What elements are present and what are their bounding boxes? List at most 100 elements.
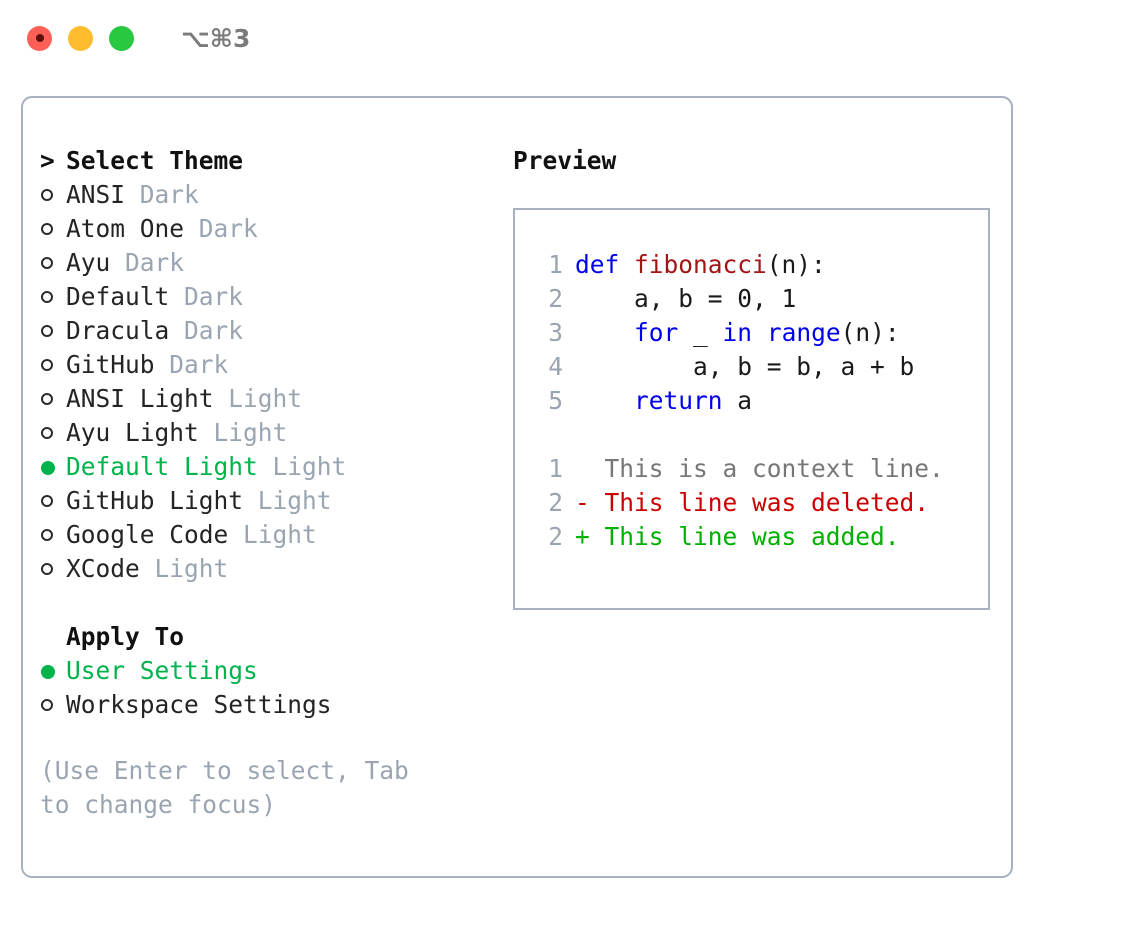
label-separator — [184, 214, 199, 243]
diff-marker — [575, 452, 590, 486]
label-separator — [228, 520, 243, 549]
theme-variant-tag: Dark — [184, 316, 244, 345]
theme-list-item[interactable]: Default Dark — [40, 282, 493, 316]
diff-line: 2- This line was deleted. — [529, 486, 988, 520]
list-spacer — [40, 588, 493, 622]
label-separator — [214, 384, 229, 413]
theme-list-item[interactable]: Atom One Dark — [40, 214, 493, 248]
diff-line: 1 This is a context line. — [529, 452, 988, 486]
theme-name-label: GitHub Light — [66, 486, 244, 515]
close-button[interactable] — [27, 25, 52, 51]
code-line-content: return a — [575, 384, 752, 418]
select-theme-heading: > Select Theme — [40, 146, 493, 180]
theme-variant-tag: Dark — [125, 248, 185, 277]
diff-line-text: This line was deleted. — [589, 488, 930, 517]
label-separator — [169, 282, 184, 311]
keyboard-shortcut-label: ⌥⌘3 — [181, 23, 251, 53]
theme-list-item[interactable]: XCode Light — [40, 554, 493, 588]
theme-list-item[interactable]: GitHub Light Light — [40, 486, 493, 520]
theme-name-label: ANSI — [66, 180, 126, 209]
maximize-button[interactable] — [109, 25, 134, 51]
apply-to-heading-label: Apply To — [66, 622, 185, 651]
code-token: a — [722, 386, 753, 415]
code-token: a, b = b, a + b — [575, 352, 915, 381]
label-separator — [110, 248, 125, 277]
code-line: 5 return a — [529, 384, 988, 418]
diff-line-number: 2 — [548, 522, 563, 551]
code-token — [575, 318, 634, 347]
theme-list-item[interactable]: Ayu Light Light — [40, 418, 493, 452]
theme-variant-tag: Dark — [139, 180, 199, 209]
label-separator — [243, 486, 258, 515]
theme-name-label: Default — [66, 282, 170, 311]
theme-variant-tag: Dark — [198, 214, 258, 243]
theme-list-item[interactable]: Default Light Light — [40, 452, 493, 486]
caret-icon: > — [40, 146, 55, 175]
apply-to-heading: Apply To — [40, 622, 493, 656]
theme-variant-tag: Dark — [169, 350, 229, 379]
code-line-content: def fibonacci(n): — [575, 248, 826, 282]
window-titlebar: ⌥⌘3 — [0, 0, 1140, 76]
code-line-number: 1 — [548, 250, 563, 279]
code-token: range — [766, 318, 841, 347]
diff-line-number: 2 — [548, 488, 563, 517]
theme-variant-tag: Light — [213, 418, 288, 447]
code-token: (n): — [766, 250, 826, 279]
code-token: for — [634, 318, 679, 347]
code-line-number: 4 — [548, 352, 563, 381]
diff-line-number: 1 — [548, 454, 563, 483]
code-line-number: 2 — [548, 284, 563, 313]
theme-variant-tag: Light — [228, 384, 303, 413]
theme-list-item[interactable]: Ayu Dark — [40, 248, 493, 282]
code-token: def — [575, 250, 635, 279]
theme-variant-tag: Dark — [184, 282, 244, 311]
code-token: return — [634, 386, 723, 415]
theme-list-item[interactable]: ANSI Dark — [40, 180, 493, 214]
theme-list-item[interactable]: Google Code Light — [40, 520, 493, 554]
diff-marker: + — [575, 522, 590, 551]
theme-name-label: Ayu — [66, 248, 111, 277]
diff-line-text: This is a context line. — [589, 454, 944, 483]
code-line-content: a, b = b, a + b — [575, 350, 914, 384]
label-separator — [155, 350, 170, 379]
keyboard-hint-text: (Use Enter to select, Tab to change focu… — [40, 756, 409, 819]
apply-to-option[interactable]: Workspace Settings — [40, 690, 493, 724]
label-separator — [140, 554, 155, 583]
code-line: 4 a, b = b, a + b — [529, 350, 988, 384]
theme-variant-tag: Light — [243, 520, 317, 549]
theme-name-label: Dracula — [66, 316, 170, 345]
theme-name-label: GitHub — [66, 350, 155, 379]
diff-line: 2 + This line was added. — [529, 520, 988, 554]
apply-to-option[interactable]: User Settings — [40, 656, 493, 690]
diff-line-text: This line was added. — [589, 522, 900, 551]
theme-list-item[interactable]: ANSI Light Light — [40, 384, 493, 418]
theme-name-label: XCode — [66, 554, 140, 583]
theme-variant-tag: Light — [154, 554, 229, 583]
label-separator — [125, 180, 140, 209]
code-token — [575, 386, 634, 415]
window-controls — [27, 25, 134, 51]
theme-list-item[interactable]: GitHub Dark — [40, 350, 493, 384]
preview-title: Preview — [513, 146, 617, 175]
minimize-button[interactable] — [68, 25, 93, 51]
label-separator — [169, 316, 184, 345]
code-line: 2 a, b = 0, 1 — [529, 282, 988, 316]
code-line-number: 5 — [548, 386, 563, 415]
theme-list-item[interactable]: Dracula Dark — [40, 316, 493, 350]
diff-marker: - — [575, 488, 590, 517]
apply-to-option-label: User Settings — [66, 656, 258, 685]
code-line: 3 for _ in range(n): — [529, 316, 988, 350]
apply-to-option-label: Workspace Settings — [66, 690, 332, 719]
theme-name-label: Google Code — [66, 520, 229, 549]
code-line-number: 3 — [548, 318, 563, 347]
code-token — [752, 318, 767, 347]
code-diff-gap — [529, 418, 988, 452]
label-separator — [258, 452, 273, 481]
